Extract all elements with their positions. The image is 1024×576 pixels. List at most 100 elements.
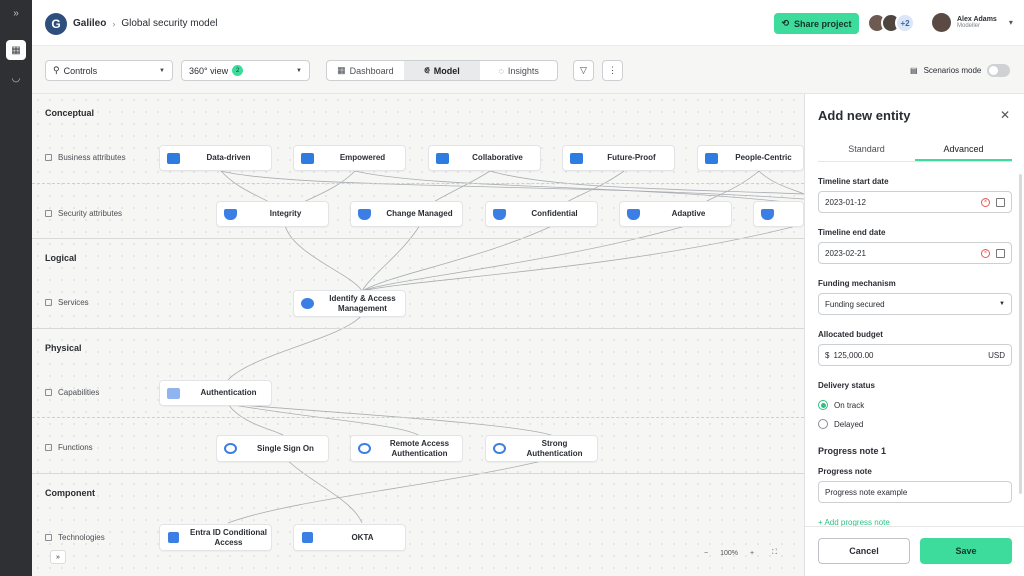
expand-rail-icon[interactable]: » (0, 8, 32, 19)
chevron-down-icon[interactable]: ▾ (1009, 18, 1013, 27)
avatar (932, 13, 951, 32)
tab-advanced[interactable]: Advanced (915, 140, 1012, 161)
expand-panel-button[interactable]: » (50, 550, 66, 564)
row-label-text: Services (58, 298, 89, 307)
panel-scrollbar[interactable] (1019, 174, 1022, 494)
app-logo[interactable]: G (45, 13, 67, 35)
close-icon[interactable]: ✕ (1000, 108, 1010, 122)
collaborators[interactable]: +2 (867, 13, 909, 33)
node-collaborative[interactable]: Collaborative (428, 145, 541, 171)
shield-icon (754, 202, 780, 226)
node-label: Single Sign On (243, 444, 328, 454)
tab-insights[interactable]: ◌ Insights (480, 61, 557, 80)
controls-dropdown[interactable]: ⚲ Controls ▼ (45, 60, 173, 81)
model-canvas[interactable]: Conceptual Logical Physical Component Bu… (32, 94, 804, 576)
scenarios-mode: ▤ Scenarios mode (910, 64, 1010, 77)
calendar-icon[interactable] (996, 198, 1005, 207)
tab-dashboard[interactable]: ▦ Dashboard (327, 61, 404, 80)
headset-icon[interactable]: ◡ (6, 68, 26, 88)
calendar-icon[interactable] (996, 249, 1005, 258)
node-data-driven[interactable]: Data-driven (159, 145, 272, 171)
view-dropdown[interactable]: 360° view 2 ▼ (181, 60, 310, 81)
node-security-partial[interactable] (753, 201, 804, 227)
panel-footer: Cancel Save (805, 526, 1024, 576)
clear-icon[interactable]: × (981, 249, 990, 258)
model-icon[interactable]: ▦ (6, 40, 26, 60)
node-strong-authentication[interactable]: Strong Authentication (485, 435, 598, 462)
node-change-managed[interactable]: Change Managed (350, 201, 463, 227)
node-entra-id-conditional-access[interactable]: Entra ID Conditional Access (159, 524, 272, 551)
budget-currency: USD (988, 351, 1005, 360)
row-label-capabilities: Capabilities (45, 388, 99, 397)
row-label-text: Functions (58, 443, 93, 452)
add-entity-panel: Add new entity ✕ Standard Advanced Timel… (804, 94, 1024, 576)
budget-field[interactable]: $ 125,000.00 USD (818, 344, 1012, 366)
node-people-centric[interactable]: People-Centric (697, 145, 804, 171)
layers-icon (45, 299, 52, 306)
node-single-sign-on[interactable]: Single Sign On (216, 435, 329, 462)
node-label: Strong Authentication (512, 439, 597, 459)
row-label-functions: Functions (45, 443, 93, 452)
progress-note-field[interactable]: Progress note example (818, 481, 1012, 503)
user-menu[interactable]: Alex Adams Modeller ▾ (932, 13, 1013, 32)
node-remote-access-authentication[interactable]: Remote Access Authentication (350, 435, 463, 462)
node-integrity[interactable]: Integrity (216, 201, 329, 227)
funding-select[interactable]: Funding secured ▼ (818, 293, 1012, 315)
radio-on-track[interactable]: On track (818, 400, 864, 410)
grid-icon: ▦ (337, 65, 346, 76)
panel-tabs: Standard Advanced (818, 140, 1012, 162)
node-confidential[interactable]: Confidential (485, 201, 598, 227)
breadcrumb-project[interactable]: Galileo (73, 18, 106, 29)
sync-icon (486, 437, 512, 461)
section-divider (32, 238, 804, 239)
filter-button[interactable]: ▽ (573, 60, 594, 81)
shield-icon (620, 202, 646, 226)
scenarios-toggle[interactable] (987, 64, 1010, 77)
row-label-text: Technologies (58, 533, 105, 542)
radio-control[interactable] (818, 400, 828, 410)
zoom-out-icon[interactable]: − (704, 550, 708, 557)
sync-icon (351, 437, 377, 461)
chip-icon (160, 526, 186, 550)
scenarios-label: Scenarios mode (924, 66, 982, 75)
cancel-button[interactable]: Cancel (818, 538, 910, 564)
radio-delayed[interactable]: Delayed (818, 419, 863, 429)
more-collaborators-badge[interactable]: +2 (895, 13, 915, 33)
tab-model[interactable]: ⟃ Model (404, 61, 481, 80)
node-label: Future-Proof (589, 153, 674, 163)
tab-standard[interactable]: Standard (818, 140, 915, 161)
briefcase-icon (294, 146, 320, 170)
node-adaptive[interactable]: Adaptive (619, 201, 732, 227)
node-future-proof[interactable]: Future-Proof (562, 145, 675, 171)
timeline-end-field[interactable]: 2023-02-21 × (818, 242, 1012, 264)
row-label-security-attributes: Security attributes (45, 209, 122, 218)
layers-icon (45, 389, 52, 396)
more-options-button[interactable]: ⋮ (602, 60, 623, 81)
save-button[interactable]: Save (920, 538, 1012, 564)
node-label: Integrity (243, 209, 328, 219)
row-divider (32, 183, 804, 184)
fullscreen-icon[interactable]: ⛶ (772, 549, 777, 557)
top-bar: G Galileo › Global security model ⟲ Shar… (32, 0, 1024, 46)
row-label-text: Business attributes (58, 153, 126, 162)
tab-label: Insights (508, 66, 539, 76)
radio-label: On track (834, 401, 864, 410)
node-empowered[interactable]: Empowered (293, 145, 406, 171)
row-label-technologies: Technologies (45, 533, 105, 542)
node-identify-access-management[interactable]: Identify & Access Management (293, 290, 406, 317)
chevron-down-icon: ▼ (296, 68, 302, 74)
share-project-button[interactable]: ⟲ Share project (774, 13, 859, 34)
node-label: Empowered (320, 153, 405, 163)
row-label-services: Services (45, 298, 89, 307)
clear-icon[interactable]: × (981, 198, 990, 207)
share-label: Share project (794, 19, 852, 29)
radio-control[interactable] (818, 419, 828, 429)
timeline-start-field[interactable]: 2023-01-12 × (818, 191, 1012, 213)
zoom-in-icon[interactable]: + (750, 550, 754, 557)
briefcase-icon (429, 146, 455, 170)
timeline-end-label: Timeline end date (818, 228, 885, 237)
view-tabs: ▦ Dashboard ⟃ Model ◌ Insights (326, 60, 558, 81)
section-title-conceptual: Conceptual (45, 108, 94, 118)
node-okta[interactable]: OKTA (293, 524, 406, 551)
node-authentication[interactable]: Authentication (159, 380, 272, 406)
